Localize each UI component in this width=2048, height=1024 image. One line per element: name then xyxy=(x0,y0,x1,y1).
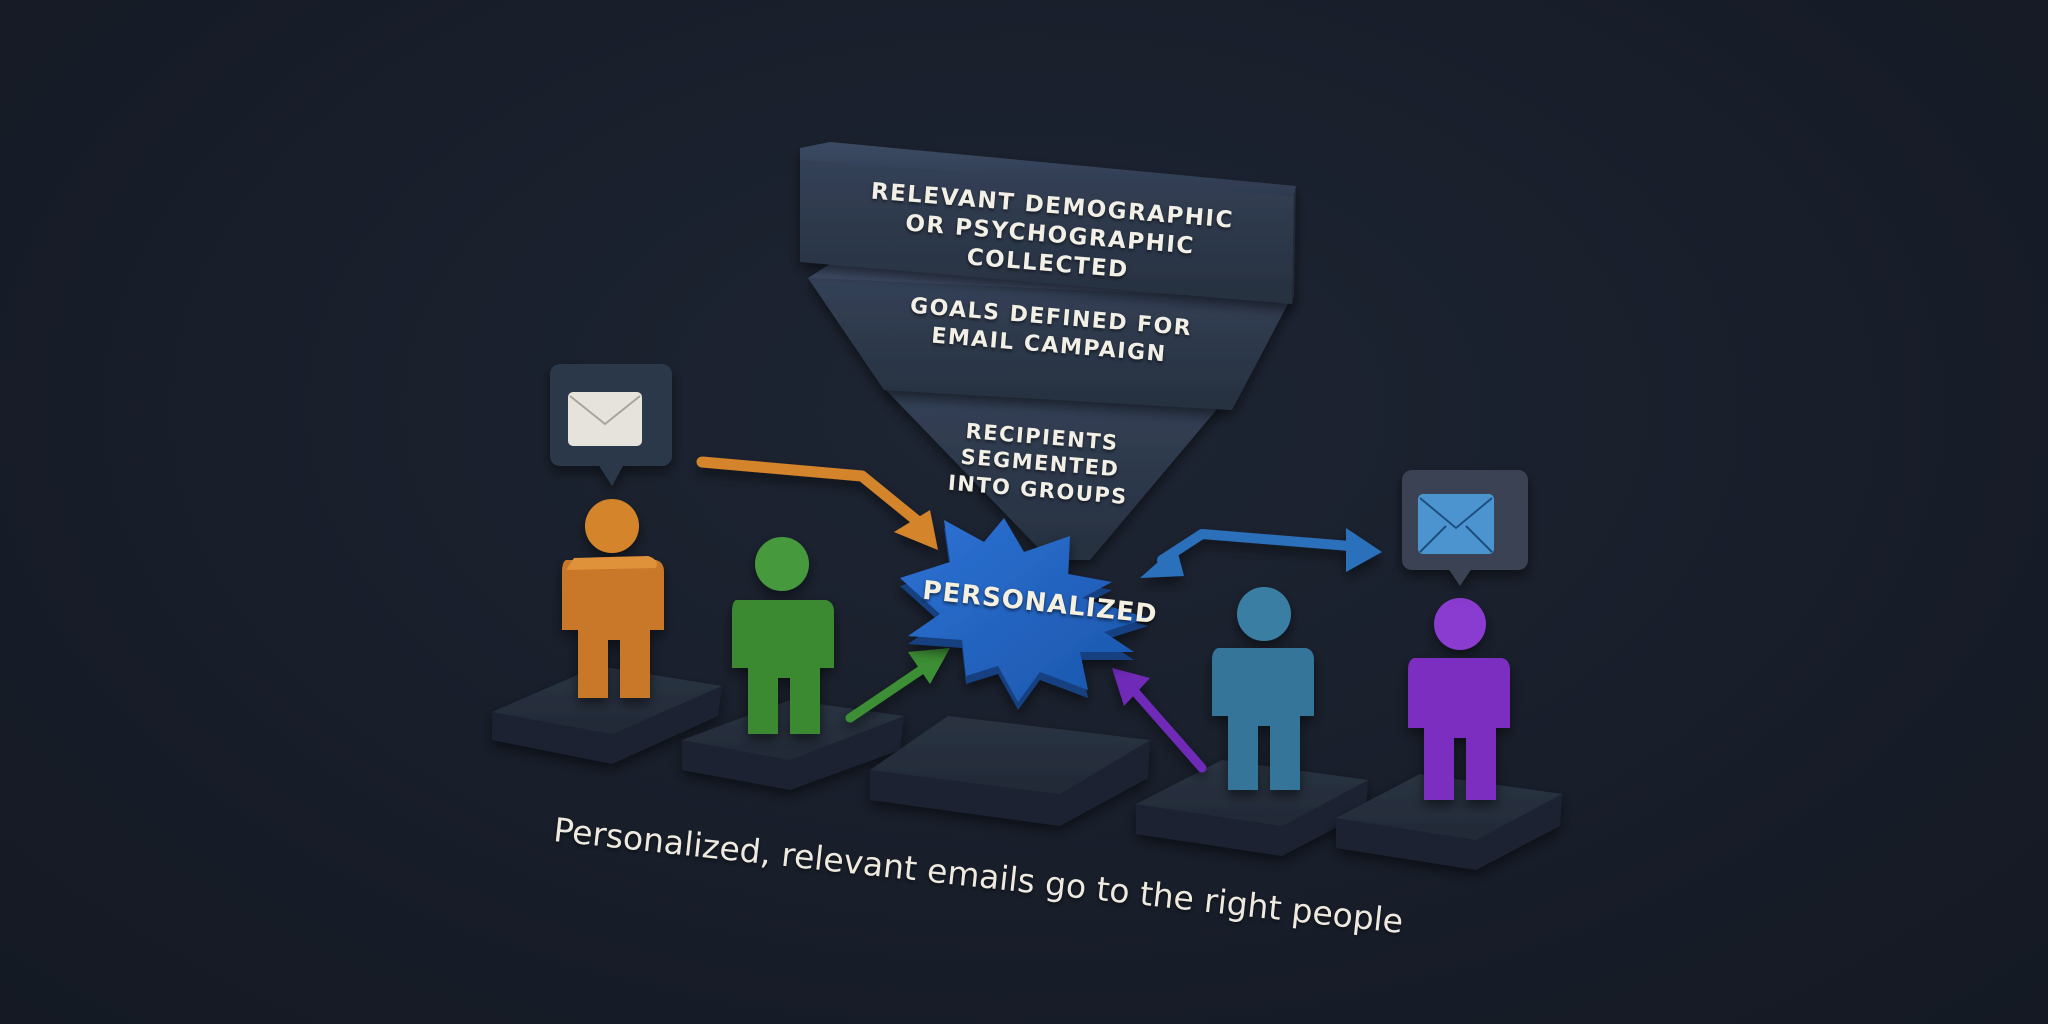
pedestal-4 xyxy=(1336,774,1562,870)
person-green xyxy=(732,537,834,734)
message-bubble-right xyxy=(1402,470,1528,586)
message-bubble-left xyxy=(550,364,672,486)
pedestal-center xyxy=(870,716,1150,826)
envelope-icon-white xyxy=(568,392,642,446)
burst-star xyxy=(900,518,1148,710)
pedestal-1 xyxy=(492,666,722,764)
green-arrow xyxy=(845,648,950,723)
purple-arrow xyxy=(1112,668,1207,773)
funnel-stage-1-shape xyxy=(800,142,1296,304)
person-orange xyxy=(562,499,664,698)
blue-double-arrow xyxy=(1140,528,1382,578)
person-teal xyxy=(1212,587,1314,790)
person-purple xyxy=(1408,598,1510,800)
envelope-icon-blue xyxy=(1418,494,1494,554)
funnel-stage-3-label: Recipients segmented into groups xyxy=(937,416,1143,511)
pedestal-3 xyxy=(1136,760,1368,856)
orange-arrow xyxy=(696,456,938,550)
